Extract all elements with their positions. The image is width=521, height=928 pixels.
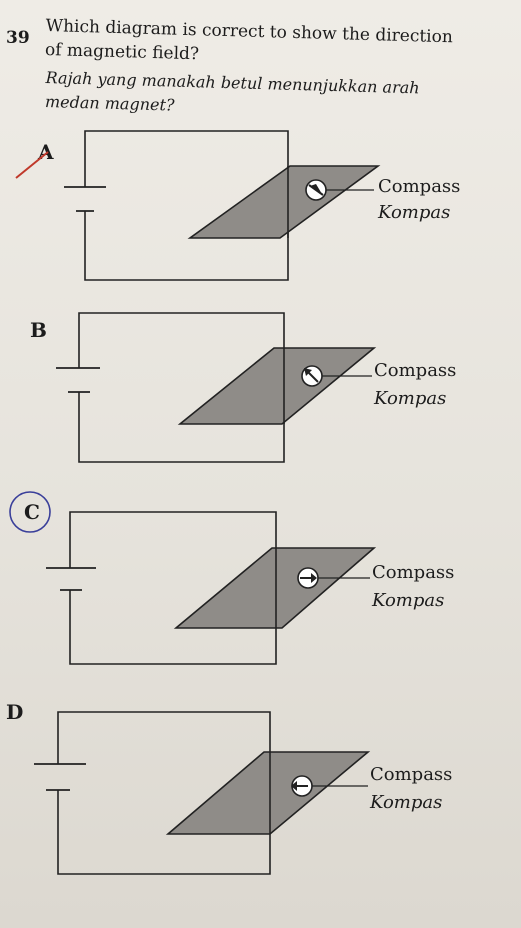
option-b-diagram [56, 312, 377, 463]
option-c-compass-label: Compass [372, 562, 455, 583]
option-c-diagram [46, 511, 377, 665]
option-a-kompas-label: Kompas [378, 202, 451, 223]
option-c-letter[interactable]: C [24, 500, 40, 524]
option-d-compass-icon [291, 781, 308, 791]
option-a-compass-label: Compass [378, 176, 461, 197]
option-c-circle-mark [9, 491, 51, 533]
option-a-compass-icon [308, 184, 324, 196]
option-b-kompas-label: Kompas [374, 388, 447, 409]
question-number: 39 [6, 28, 30, 48]
option-b-letter[interactable]: B [30, 318, 47, 342]
option-d-kompas-label: Kompas [370, 792, 443, 813]
red-tick-mark [15, 151, 49, 179]
option-b-compass-icon [304, 368, 319, 383]
option-d-compass-label: Compass [370, 764, 453, 785]
option-d-letter[interactable]: D [6, 700, 24, 724]
option-c-compass-icon [300, 573, 317, 583]
option-a-diagram [64, 130, 381, 281]
option-b-compass-label: Compass [374, 360, 457, 381]
option-d-diagram [34, 711, 371, 875]
option-c-kompas-label: Kompas [372, 590, 445, 611]
